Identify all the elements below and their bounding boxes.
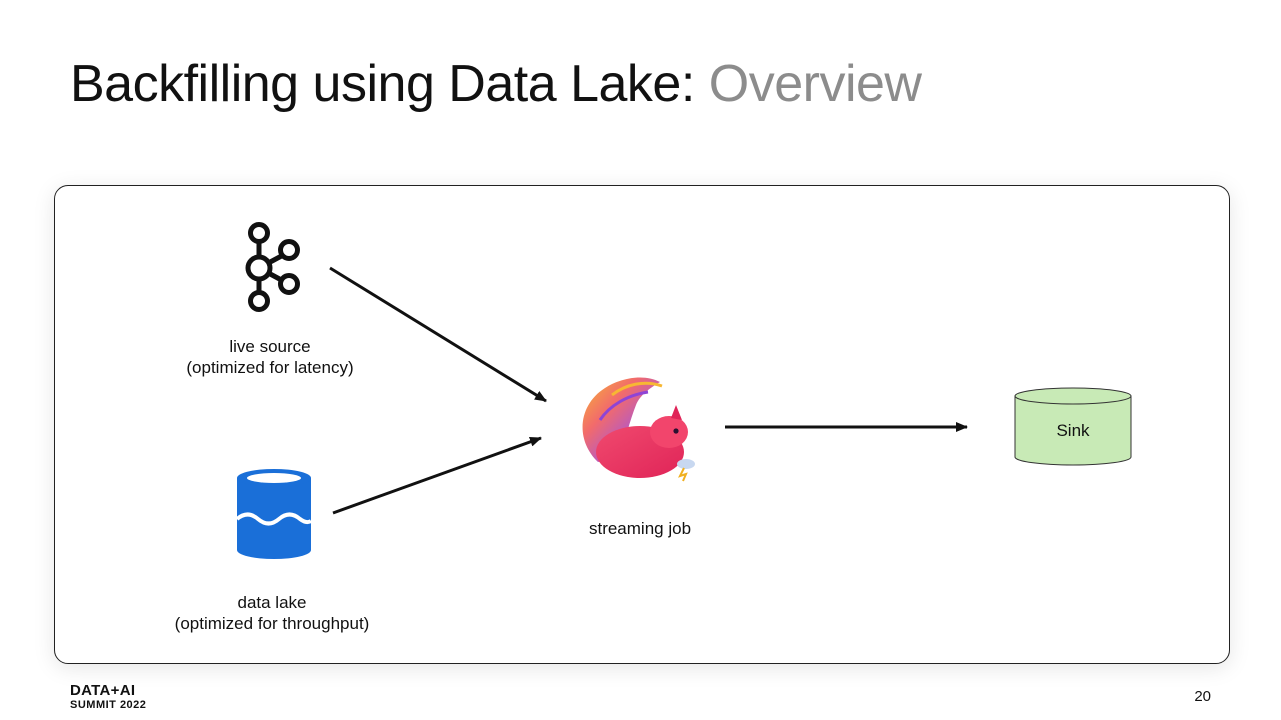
- flink-squirrel-icon: [582, 377, 695, 482]
- live-source-label: live source (optimized for latency): [160, 336, 380, 378]
- summit-logo: DATA+AI SUMMIT 2022: [70, 682, 147, 711]
- sink-cylinder: [1014, 387, 1132, 466]
- live-source-note: (optimized for latency): [186, 358, 354, 377]
- sink-label: Sink: [1056, 421, 1090, 440]
- data-lake-label: data lake (optimized for throughput): [150, 592, 394, 634]
- data-lake-note: (optimized for throughput): [174, 614, 370, 633]
- arrow-live-to-job: [329, 266, 547, 403]
- arrow-lake-to-job: [332, 436, 542, 515]
- page-title: Backfilling using Data Lake: Overview: [70, 54, 922, 114]
- logo-line2: SUMMIT 2022: [70, 699, 147, 711]
- title-accent: Overview: [708, 55, 922, 113]
- logo-line1: DATA+AI: [70, 682, 136, 699]
- kafka-icon: [245, 222, 300, 312]
- streaming-job-label: streaming job: [588, 519, 692, 538]
- live-source-name: live source: [229, 337, 311, 356]
- title-main: Backfilling using Data Lake:: [70, 55, 695, 113]
- data-lake-icon: [235, 469, 313, 559]
- data-lake-name: data lake: [237, 593, 307, 612]
- page-number: 20: [1194, 688, 1211, 705]
